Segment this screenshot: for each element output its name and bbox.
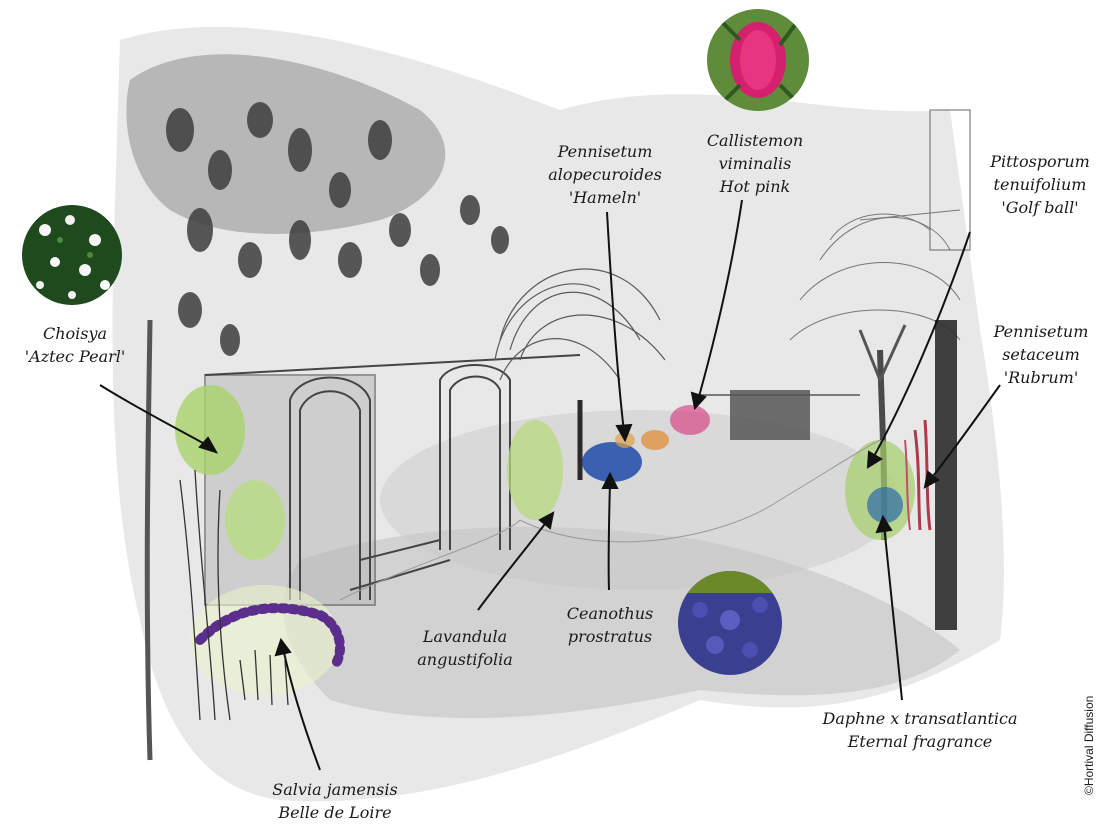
label-line: 'Golf ball' (1001, 198, 1079, 217)
label-line: viminalis (718, 154, 792, 173)
pointer-arrows (99, 199, 1001, 771)
label-line: Eternal fragrance (847, 732, 993, 751)
label-line: Hot pink (719, 177, 791, 196)
label-ceanothus: Ceanothus prostratus (555, 602, 665, 648)
back-gate (700, 390, 860, 440)
label-line: Pittosporum (990, 152, 1090, 171)
ceanothus-photo-icon (678, 571, 782, 675)
left-tree-canopy (166, 102, 509, 356)
label-line: Pennisetum (557, 142, 653, 161)
garden-path (339, 439, 881, 601)
label-pennisetum-alopecuroides: Pennisetum alopecuroides 'Hameln' (530, 140, 680, 209)
weeping-tree (494, 268, 666, 480)
label-line: 'Aztec Pearl' (24, 347, 126, 366)
label-line: 'Hameln' (568, 188, 642, 207)
label-salvia: Salvia jamensis Belle de Loire (255, 778, 415, 824)
label-daphne: Daphne x transatlantica Eternal fragranc… (800, 707, 1040, 753)
choisya-photo-icon (22, 205, 122, 305)
label-choisya: Choisya 'Aztec Pearl' (10, 322, 140, 368)
plant-colors (175, 385, 932, 695)
label-pennisetum-setaceum: Pennisetum setaceum 'Rubrum' (980, 320, 1102, 389)
label-pittosporum: Pittosporum tenuifolium 'Golf ball' (975, 150, 1105, 219)
label-line: Salvia jamensis (272, 780, 398, 799)
label-line: prostratus (567, 627, 653, 646)
label-line: Daphne x transatlantica (822, 709, 1018, 728)
label-callistemon: Callistemon viminalis Hot pink (685, 129, 825, 198)
label-line: alopecuroides (548, 165, 662, 184)
label-line: tenuifolium (993, 175, 1087, 194)
label-line: 'Rubrum' (1003, 368, 1079, 387)
label-line: Choisya (42, 324, 108, 343)
grass-strokes (179, 469, 289, 721)
label-line: Ceanothus (566, 604, 654, 623)
label-line: angustifolia (417, 650, 513, 669)
callistemon-photo-icon (707, 9, 809, 111)
label-line: Callistemon (706, 131, 804, 150)
label-line: Lavandula (422, 627, 508, 646)
right-post (935, 320, 957, 630)
label-line: setaceum (1002, 345, 1080, 364)
label-lavandula: Lavandula angustifolia (400, 625, 530, 671)
label-line: Pennisetum (993, 322, 1089, 341)
label-line: Belle de Loire (278, 803, 392, 822)
copyright-credit: ©Hortival Diffusion (1082, 695, 1096, 795)
